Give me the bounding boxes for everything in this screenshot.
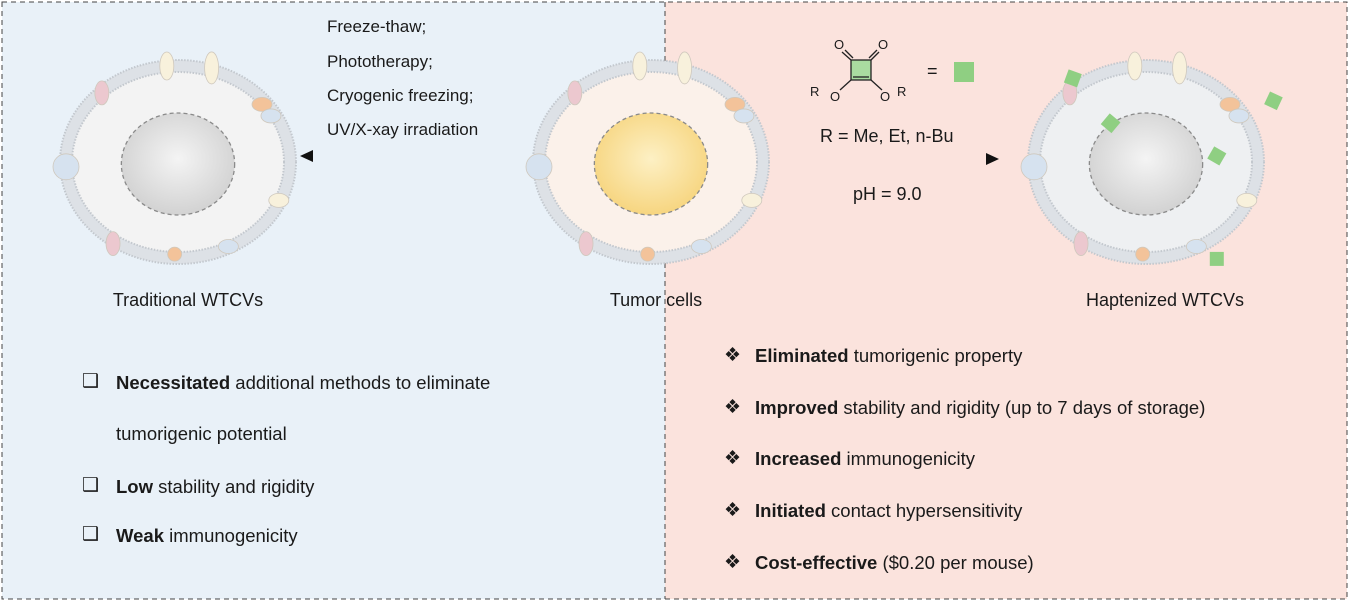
nucleus	[120, 112, 236, 216]
membrane-protein	[105, 231, 121, 257]
right-point: Cost-effective ($0.20 per mouse)	[755, 552, 1034, 573]
caption-tumor-cells: Tumor cells	[609, 290, 703, 310]
left-point-continuation: tumorigenic potential	[116, 423, 287, 444]
right-point: Eliminated tumorigenic property	[755, 345, 1023, 366]
membrane-protein	[741, 192, 763, 208]
diamond-bullet-icon: ❖	[724, 500, 742, 521]
membrane-protein	[1219, 97, 1241, 112]
squarate-structure	[839, 49, 883, 91]
membrane-protein	[1172, 51, 1187, 85]
left-point: Weak immunogenicity	[116, 525, 298, 546]
right-point: Improved stability and rigidity (up to 7…	[755, 397, 1206, 418]
diamond-bullet-icon: ❖	[724, 552, 742, 573]
o-label-right: O	[880, 89, 891, 104]
hapten-legend-square	[954, 62, 974, 82]
membrane-protein	[691, 239, 712, 254]
membrane-protein	[1228, 108, 1250, 124]
r-label-right: R	[897, 84, 907, 99]
membrane-protein	[1135, 246, 1151, 262]
checkbox-bullet-icon: ❑	[82, 524, 100, 545]
membrane-protein	[1073, 231, 1089, 257]
carbonyl-o-label: O	[878, 37, 889, 52]
left-point: Necessitated additional methods to elimi…	[116, 372, 491, 393]
membrane-protein	[1127, 51, 1143, 81]
left-point: Low stability and rigidity	[116, 476, 315, 497]
caption-haptenized-wtcvs: Haptenized WTCVs	[1085, 290, 1245, 310]
membrane-protein	[1186, 239, 1207, 254]
membrane-protein	[632, 51, 648, 81]
membrane-protein	[567, 80, 583, 106]
diamond-bullet-icon: ❖	[724, 397, 742, 418]
diamond-bullet-icon: ❖	[724, 345, 742, 366]
membrane-protein	[217, 239, 239, 254]
membrane-protein	[159, 51, 175, 81]
membrane-protein	[260, 108, 282, 124]
tumor-cell	[525, 51, 770, 265]
ph-label: pH = 9.0	[853, 184, 922, 204]
membrane-protein	[640, 246, 656, 262]
membrane-protein	[94, 80, 110, 106]
carbonyl-o-label: O	[834, 37, 845, 52]
hapten-square	[1100, 113, 1121, 134]
membrane-protein	[677, 51, 692, 85]
equals-sign: =	[927, 61, 938, 81]
membrane-protein	[52, 153, 80, 181]
membrane-protein	[268, 192, 290, 208]
hapten-square	[1207, 146, 1227, 166]
r-label-left: R	[810, 84, 820, 99]
membrane-protein	[204, 51, 220, 85]
checkbox-bullet-icon: ❑	[82, 475, 100, 496]
right-arrow	[795, 153, 999, 165]
nucleus	[593, 112, 709, 216]
traditional-wtcv-cell	[52, 51, 297, 265]
right-point: Initiated contact hypersensitivity	[755, 500, 1023, 521]
diamond-bullet-icon: ❖	[724, 448, 742, 469]
hapten-square	[1209, 251, 1224, 266]
condition-cryogenic: Cryogenic freezing;	[327, 86, 474, 105]
membrane-protein	[724, 97, 746, 112]
right-point: Increased immunogenicity	[755, 448, 976, 469]
condition-irradiation: UV/X-xay irradiation	[327, 120, 479, 139]
checkbox-bullet-icon: ❑	[82, 371, 100, 392]
left-arrow	[300, 150, 525, 162]
nucleus	[1088, 112, 1204, 216]
membrane-protein	[1236, 192, 1258, 208]
condition-freeze-thaw: Freeze-thaw;	[327, 17, 427, 36]
membrane-protein	[578, 231, 594, 257]
condition-phototherapy: Phototherapy;	[327, 52, 433, 71]
hapten-square	[1264, 91, 1283, 111]
membrane-protein	[251, 97, 273, 112]
membrane-protein	[1020, 153, 1048, 181]
haptenized-wtcv-cell	[1020, 51, 1283, 266]
membrane-protein	[733, 108, 755, 124]
caption-traditional-wtcvs: Traditional WTCVs	[112, 290, 264, 310]
r-groups-label: R = Me, Et, n-Bu	[820, 126, 954, 146]
o-label-left: O	[830, 89, 841, 104]
membrane-protein	[525, 153, 553, 181]
hapten-square	[1063, 69, 1082, 88]
membrane-protein	[167, 246, 183, 262]
